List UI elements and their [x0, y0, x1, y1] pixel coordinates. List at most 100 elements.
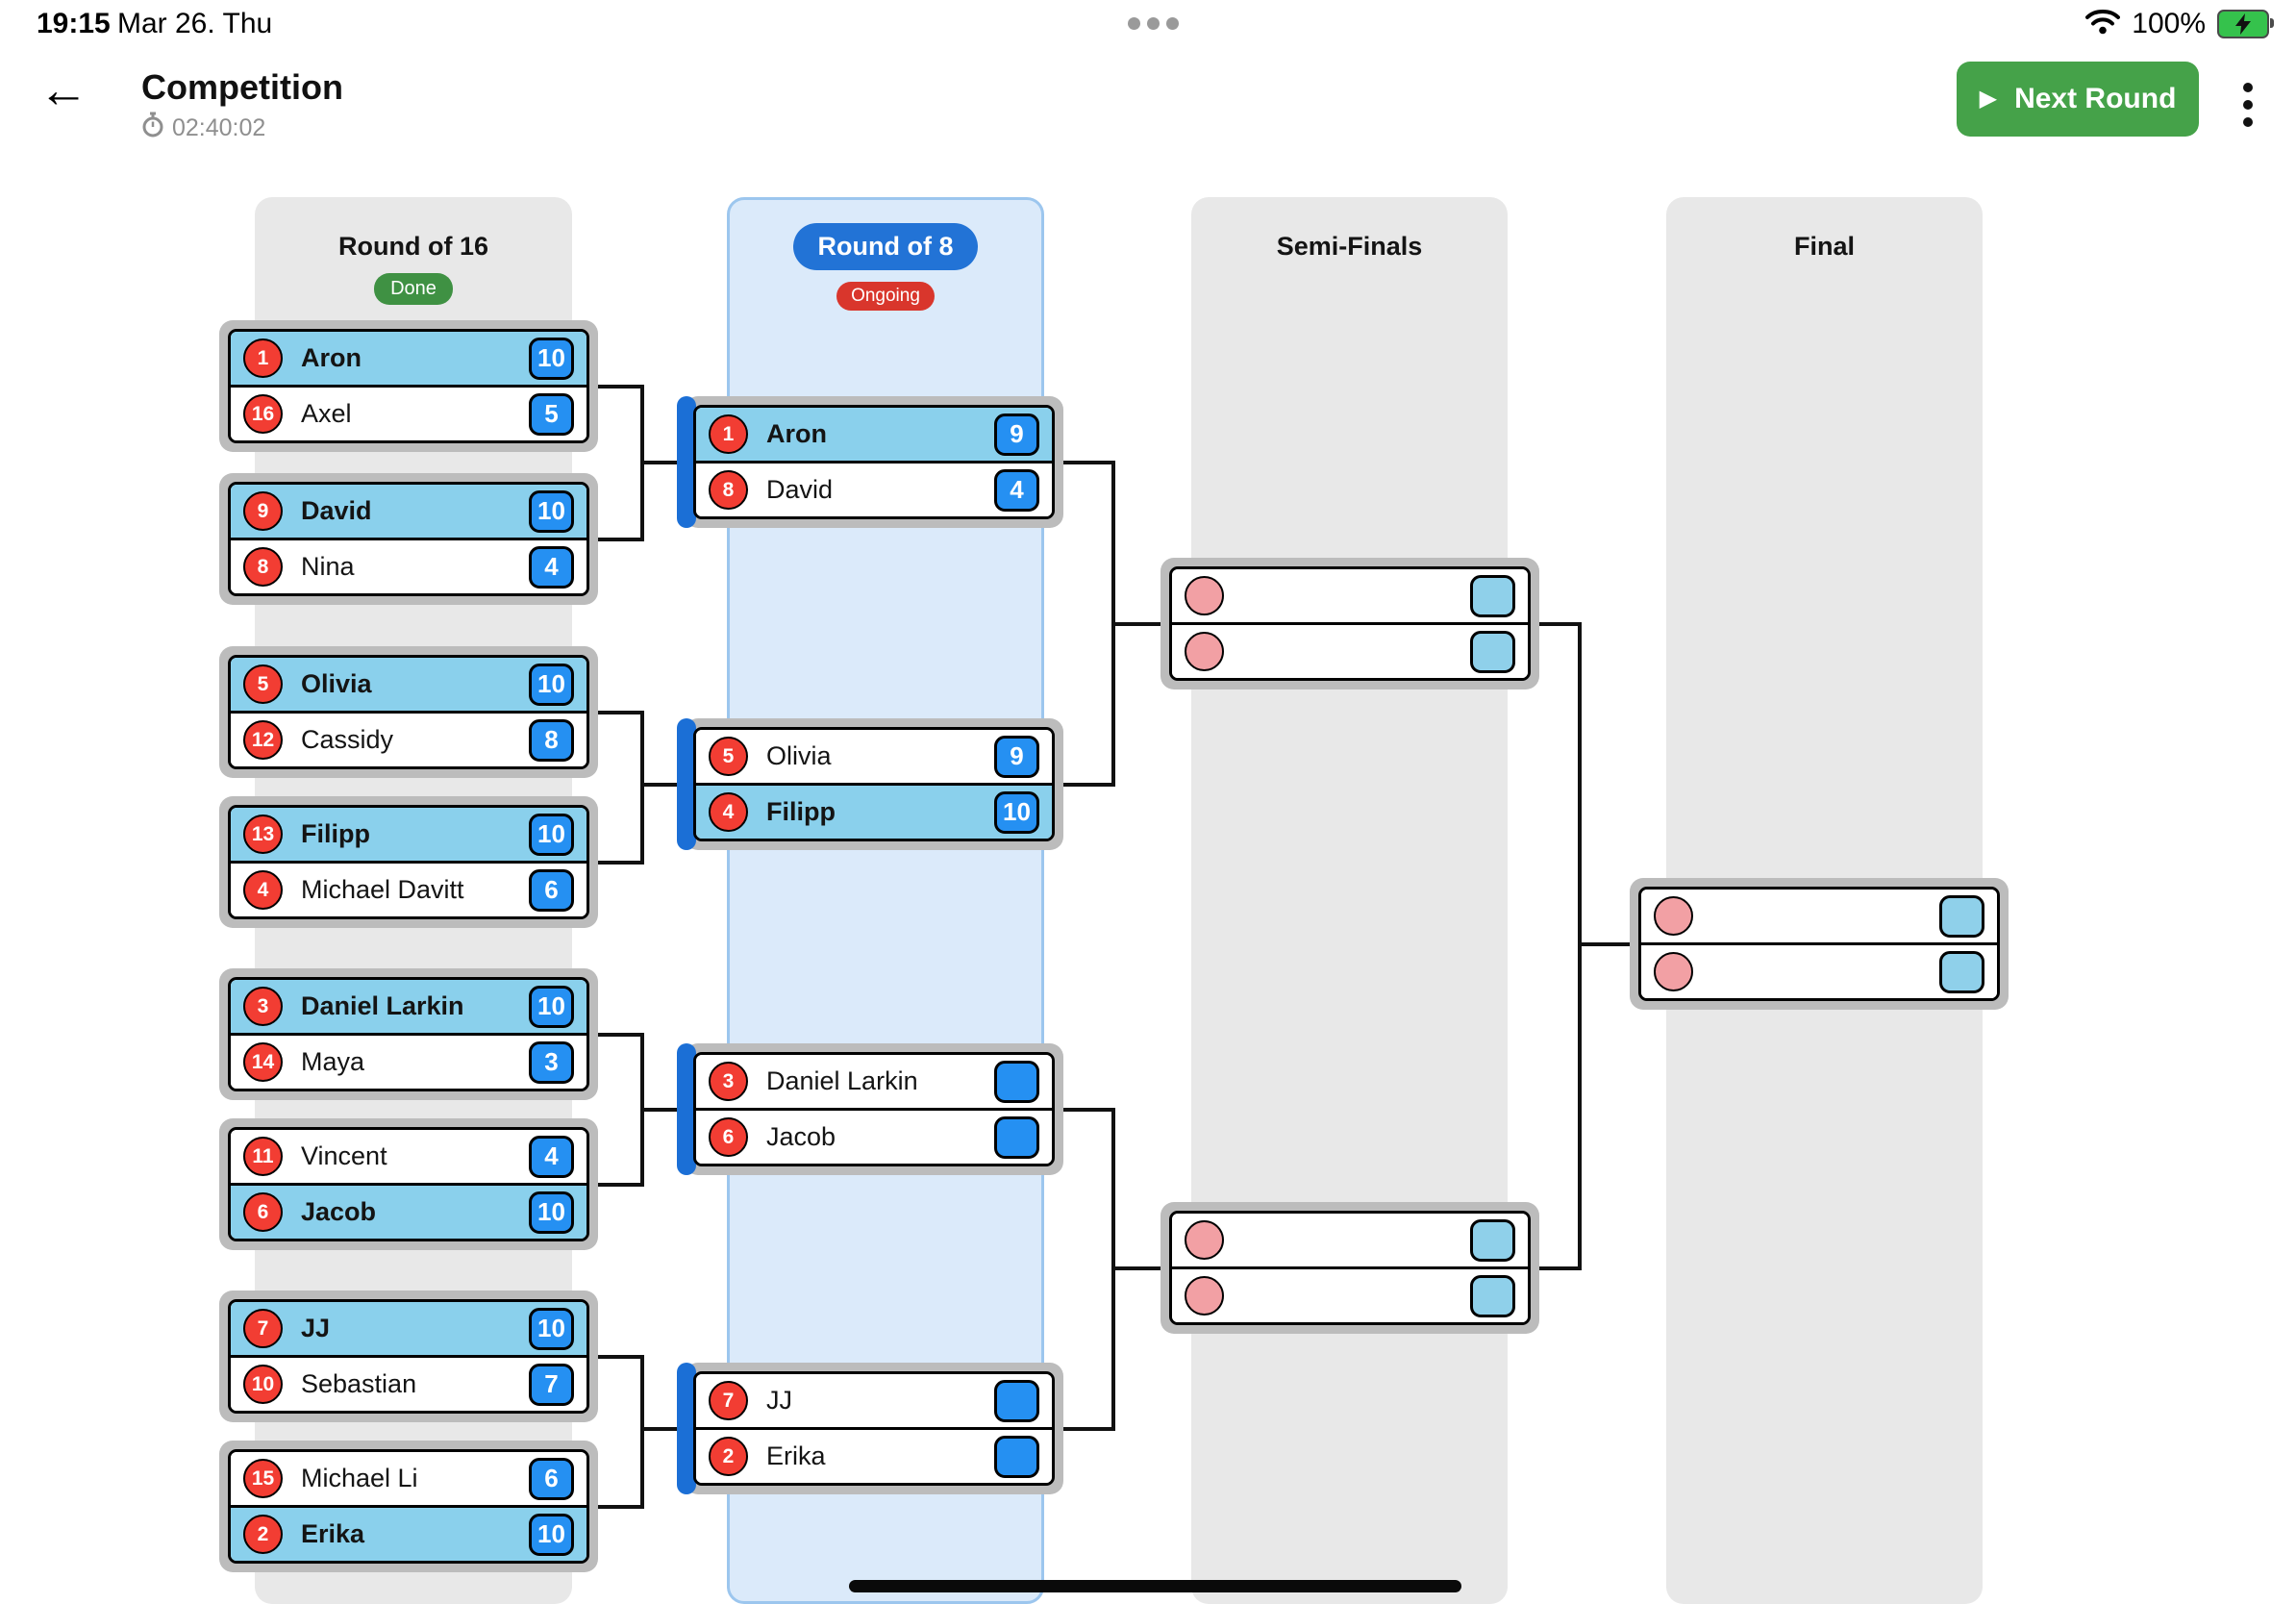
- score-badge[interactable]: 10: [529, 337, 574, 380]
- round-header: Semi-Finals: [1276, 232, 1423, 261]
- connector-line: [577, 1354, 644, 1359]
- score-badge[interactable]: [1470, 574, 1515, 617]
- column-semi-finals: Semi-Finals: [1191, 197, 1508, 1604]
- score-badge[interactable]: 10: [994, 790, 1039, 834]
- score-badge[interactable]: 10: [529, 663, 574, 706]
- seed-badge: 3: [709, 1062, 748, 1101]
- player-row: 2 Erika 10: [231, 1505, 586, 1561]
- score-badge[interactable]: [994, 1435, 1039, 1478]
- battery-charging-icon: [2217, 10, 2274, 38]
- score-badge[interactable]: [1470, 1274, 1515, 1317]
- score-badge[interactable]: 9: [994, 735, 1039, 778]
- match-card[interactable]: [1630, 878, 2009, 1010]
- score-badge[interactable]: [1470, 630, 1515, 673]
- next-round-button[interactable]: ▶ Next Round: [1957, 62, 2199, 137]
- player-name: Erika: [301, 1519, 365, 1548]
- multitask-handle-icon[interactable]: [1128, 17, 1179, 30]
- round-header-pill: Round of 8: [792, 223, 979, 270]
- play-icon: ▶: [1979, 86, 1998, 112]
- seed-badge: [1654, 952, 1693, 991]
- round-header: Final: [1793, 232, 1855, 261]
- seed-badge: 3: [243, 987, 283, 1026]
- player-name: David: [301, 496, 372, 525]
- player-name: Maya: [301, 1047, 365, 1076]
- score-badge[interactable]: 7: [529, 1363, 574, 1406]
- score-badge[interactable]: 6: [529, 868, 574, 912]
- seed-badge: 6: [709, 1117, 748, 1157]
- player-name: David: [766, 475, 834, 504]
- connector-line: [577, 1032, 644, 1037]
- player-name: Michael Davitt: [301, 875, 464, 904]
- score-badge[interactable]: [994, 1379, 1039, 1422]
- score-badge[interactable]: 10: [529, 1513, 574, 1556]
- seed-badge: 2: [243, 1515, 283, 1554]
- score-badge[interactable]: 4: [529, 1135, 574, 1178]
- seed-badge: 16: [243, 394, 283, 434]
- score-badge[interactable]: 10: [529, 985, 574, 1028]
- score-badge[interactable]: 8: [529, 718, 574, 762]
- seed-badge: 11: [243, 1137, 283, 1176]
- score-badge[interactable]: 6: [529, 1457, 574, 1500]
- player-row: [1172, 1266, 1528, 1322]
- seed-badge: 1: [243, 338, 283, 378]
- score-badge[interactable]: 4: [529, 545, 574, 589]
- score-badge[interactable]: 5: [529, 392, 574, 436]
- match-card[interactable]: [1160, 558, 1539, 689]
- score-badge[interactable]: 9: [994, 413, 1039, 456]
- player-name: Aron: [766, 419, 827, 448]
- score-badge[interactable]: [1939, 950, 1984, 993]
- home-indicator[interactable]: [849, 1580, 1461, 1592]
- seed-badge: 14: [243, 1042, 283, 1082]
- connector-line: [577, 860, 644, 865]
- match-card[interactable]: 3 Daniel Larkin 10 14 Maya 3: [219, 968, 598, 1100]
- match-card[interactable]: [1160, 1202, 1539, 1334]
- score-badge[interactable]: [994, 1115, 1039, 1159]
- score-badge[interactable]: [1470, 1218, 1515, 1262]
- score-badge[interactable]: 3: [529, 1040, 574, 1084]
- ongoing-accent-stripe: [677, 396, 696, 528]
- score-badge[interactable]: 10: [529, 489, 574, 533]
- player-row: 14 Maya 3: [231, 1033, 586, 1089]
- ongoing-accent-stripe: [677, 718, 696, 850]
- connector-line: [577, 1182, 644, 1187]
- status-time: 19:15: [37, 8, 111, 39]
- player-row: [1172, 622, 1528, 678]
- player-row: 16 Axel 5: [231, 385, 586, 440]
- player-row: 6 Jacob: [696, 1108, 1052, 1164]
- connector-line: [640, 1354, 644, 1509]
- more-options-button[interactable]: [2243, 83, 2253, 127]
- player-name: Daniel Larkin: [301, 991, 464, 1020]
- seed-badge: 15: [243, 1459, 283, 1498]
- seed-badge: [1185, 1276, 1224, 1316]
- status-badge-done: Done: [374, 273, 453, 305]
- player-name: Axel: [301, 399, 352, 428]
- score-badge[interactable]: [994, 1060, 1039, 1103]
- status-date: Mar 26. Thu: [117, 8, 273, 39]
- score-badge[interactable]: [1939, 894, 1984, 938]
- back-button[interactable]: ←: [38, 63, 88, 118]
- player-name: Jacob: [766, 1122, 836, 1151]
- score-badge[interactable]: 10: [529, 1190, 574, 1234]
- player-name: Jacob: [301, 1197, 377, 1226]
- score-badge[interactable]: 4: [994, 468, 1039, 512]
- score-badge[interactable]: 10: [529, 813, 574, 856]
- score-badge[interactable]: 10: [529, 1307, 574, 1350]
